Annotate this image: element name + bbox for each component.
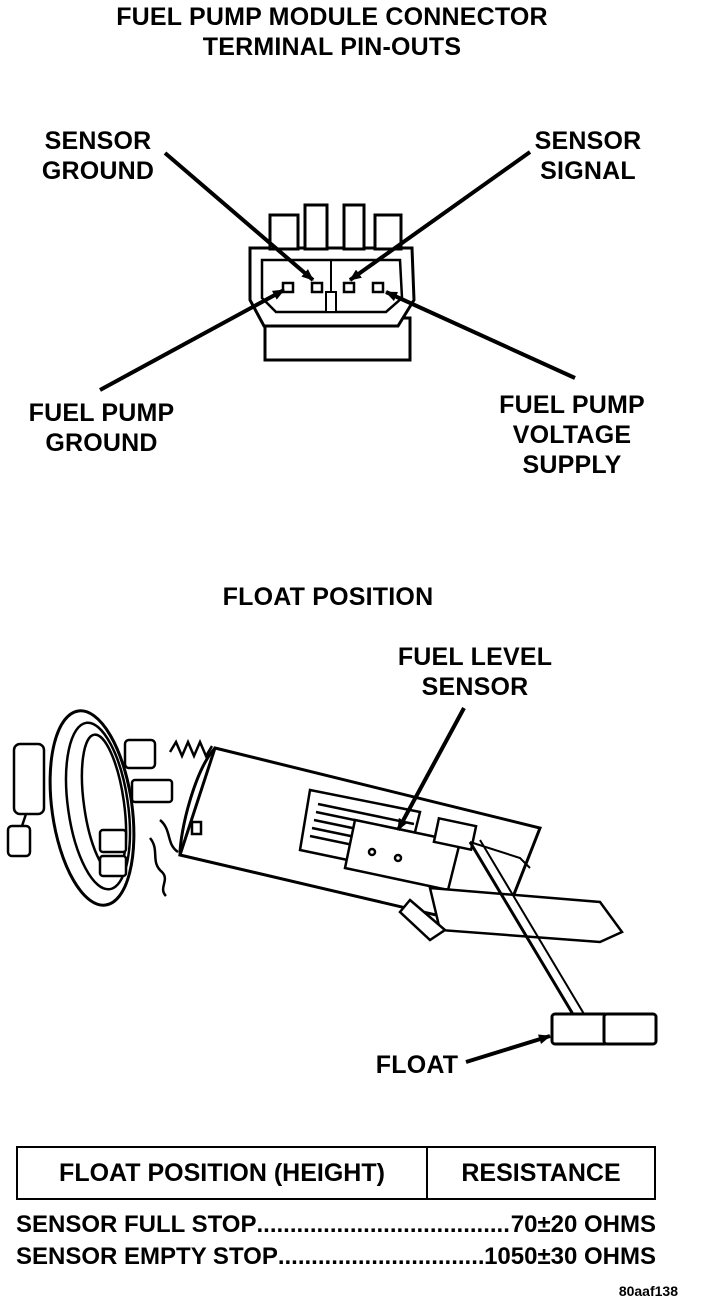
spec-row-empty-stop: SENSOR EMPTY STOP 1050±30 OHMS (16, 1242, 656, 1272)
assembly-arrows (396, 707, 551, 1064)
label-fls-line2: SENSOR (421, 673, 529, 701)
label-fuel-pump-voltage-supply: FUEL PUMP VOLTAGE SUPPLY (482, 390, 662, 480)
label-sensor-ground-line2: GROUND (41, 157, 155, 185)
label-sensor-signal-line1: SENSOR (534, 127, 642, 155)
label-fpvs-line3: SUPPLY (522, 451, 622, 479)
connector-title-line1: FUEL PUMP MODULE CONNECTOR (116, 3, 548, 31)
spec-row-resistance: 70±20 OHMS (510, 1211, 656, 1238)
figure-id: 80aaf138 (618, 1283, 678, 1299)
label-fpvs-line2: VOLTAGE (512, 421, 632, 449)
label-fuel-level-sensor: FUEL LEVEL SENSOR (380, 642, 570, 702)
label-sensor-signal-line2: SIGNAL (540, 157, 636, 185)
label-sensor-signal: SENSOR SIGNAL (518, 126, 658, 186)
pin-arrows (99, 150, 576, 392)
leader-dots (256, 1210, 510, 1240)
float-position-title: FLOAT POSITION (222, 583, 434, 611)
connector-title: FUEL PUMP MODULE CONNECTOR TERMINAL PIN-… (52, 2, 612, 62)
connector-title-line2: TERMINAL PIN-OUTS (202, 33, 462, 61)
label-sensor-ground: SENSOR GROUND (28, 126, 168, 186)
label-sensor-ground-line1: SENSOR (44, 127, 152, 155)
label-fuel-pump-ground-line1: FUEL PUMP (28, 399, 175, 427)
label-float: FLOAT (375, 1051, 459, 1079)
spec-table-header: FLOAT POSITION (HEIGHT) RESISTANCE (16, 1146, 656, 1200)
spec-row-full-stop: SENSOR FULL STOP 70±20 OHMS (16, 1210, 656, 1240)
label-fls-line1: FUEL LEVEL (397, 643, 553, 671)
label-fuel-pump-ground-line2: GROUND (45, 429, 158, 457)
header-resistance: RESISTANCE (461, 1158, 621, 1187)
spec-row-position: SENSOR EMPTY STOP (16, 1243, 278, 1270)
leader-dots (278, 1242, 484, 1272)
connector-drawing (248, 203, 416, 362)
label-fuel-pump-ground: FUEL PUMP GROUND (14, 398, 189, 458)
spec-row-position: SENSOR FULL STOP (16, 1211, 257, 1238)
spec-row-resistance: 1050±30 OHMS (484, 1243, 656, 1270)
label-fpvs-line1: FUEL PUMP (499, 391, 645, 419)
header-float-position: FLOAT POSITION (HEIGHT) (18, 1148, 428, 1198)
pump-module-drawing (6, 709, 658, 1046)
